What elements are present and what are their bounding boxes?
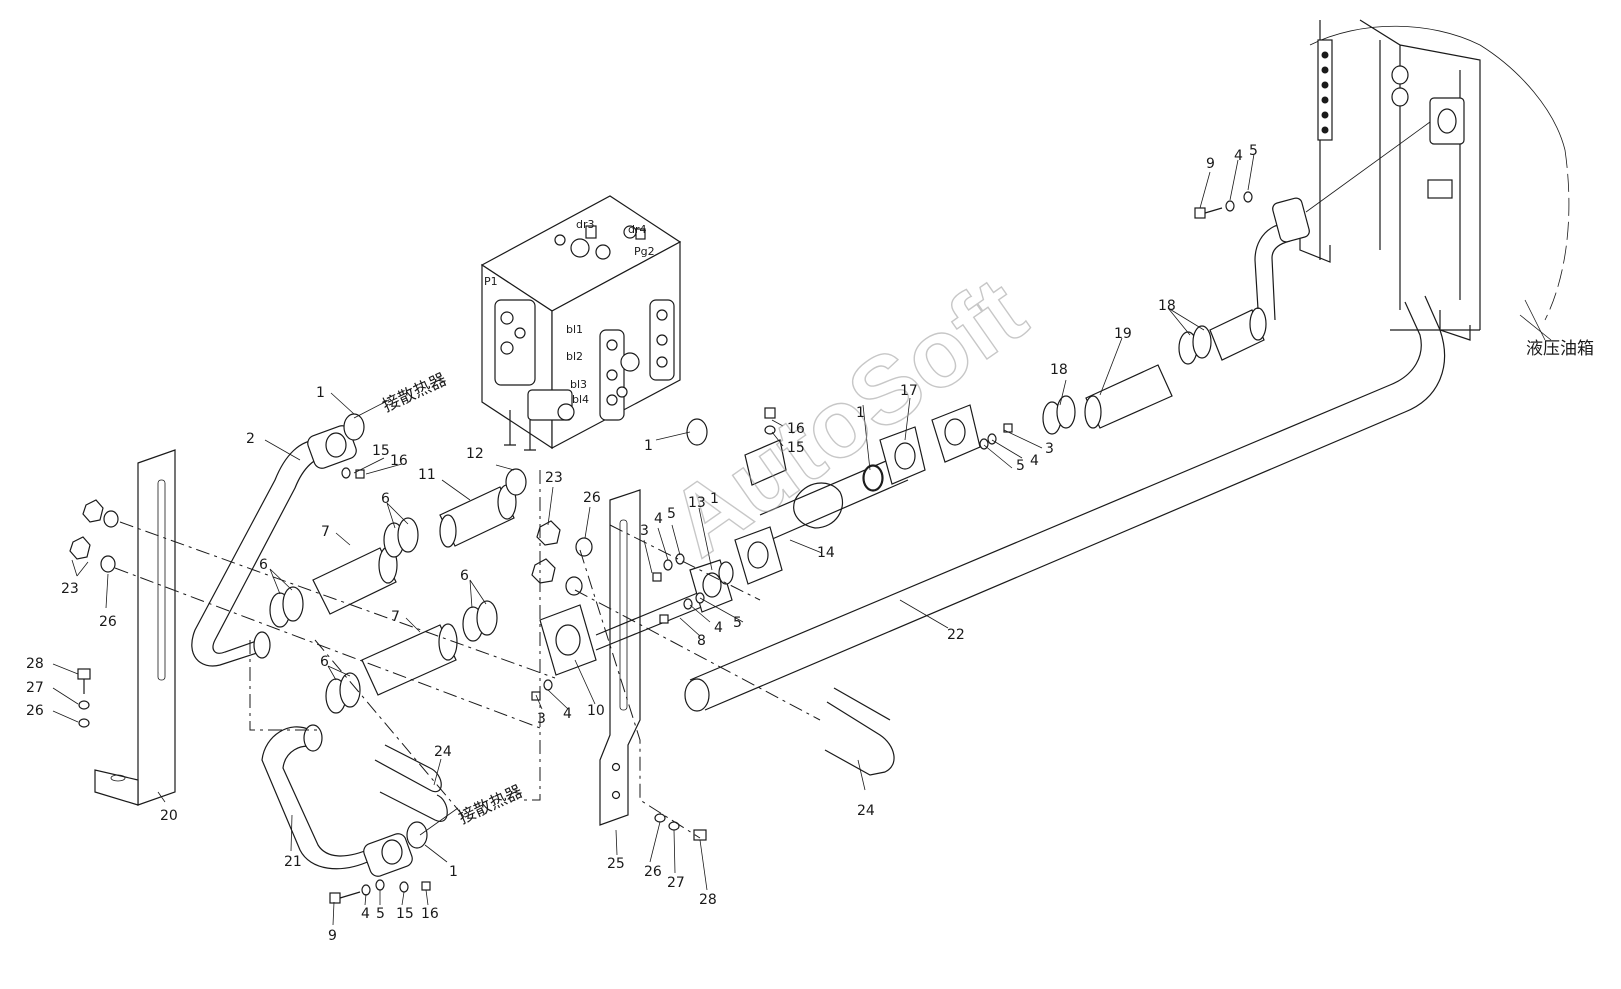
flange-10-13-14 <box>539 526 783 676</box>
callout-5: 5 <box>376 906 385 922</box>
note-to-radiator-lower: 接散热器 <box>456 782 526 829</box>
callout-27: 27 <box>26 680 44 696</box>
fasteners <box>69 191 1253 904</box>
callout-18: 18 <box>1050 362 1068 378</box>
callout-1: 1 <box>856 405 865 421</box>
u-bolt-24-right <box>824 687 895 776</box>
callout-7: 7 <box>391 609 400 625</box>
seal-12 <box>505 468 527 496</box>
callout-4: 4 <box>654 511 663 527</box>
callout-1: 1 <box>644 438 653 454</box>
callout-3: 3 <box>640 523 649 539</box>
callout-28: 28 <box>699 892 717 908</box>
callout-20: 20 <box>160 808 178 824</box>
callout-16: 16 <box>787 421 805 437</box>
callout-26: 26 <box>583 490 601 506</box>
hose-19 <box>1084 364 1173 429</box>
hose-7-lower <box>361 623 458 696</box>
callout-16: 16 <box>390 453 408 469</box>
callout-4: 4 <box>1234 148 1243 164</box>
callout-14: 14 <box>817 545 835 561</box>
callout-26: 26 <box>644 864 662 880</box>
u-bolt-24-left <box>374 744 448 823</box>
callout-24: 24 <box>434 744 452 760</box>
callout-19: 19 <box>1114 326 1132 342</box>
seals-1 <box>343 413 883 849</box>
callout-17: 17 <box>900 383 918 399</box>
note-to-radiator-upper: 接散热器 <box>380 370 450 417</box>
port-label-p1: P1 <box>484 275 498 288</box>
callout-26: 26 <box>26 703 44 719</box>
fitting-11 <box>439 484 517 548</box>
callout-7: 7 <box>321 524 330 540</box>
callout-23: 23 <box>61 581 79 597</box>
callout-21: 21 <box>284 854 302 870</box>
callout-15: 15 <box>372 443 390 459</box>
valve-port-labels: dr3 dr4 Pg2 P1 bl1 bl2 bl3 bl4 <box>484 218 655 406</box>
callout-6: 6 <box>259 557 268 573</box>
callout-16: 16 <box>421 906 439 922</box>
note-hydraulic-tank: 液压油箱 <box>1526 339 1594 359</box>
callout-28: 28 <box>26 656 44 672</box>
callout-1: 1 <box>449 864 458 880</box>
hose-7-upper <box>312 546 398 615</box>
callout-25: 25 <box>607 856 625 872</box>
port-label-dr4: dr4 <box>628 223 647 236</box>
callout-4: 4 <box>1030 453 1039 469</box>
clamps-6 <box>269 325 1212 714</box>
callout-numbers: 1 2 15 16 12 11 6 7 6 6 7 6 23 26 28 27 … <box>26 143 1258 944</box>
bracket-25 <box>599 489 641 826</box>
callout-9: 9 <box>328 928 337 944</box>
callout-3: 3 <box>537 711 546 727</box>
centre-lines <box>114 470 821 839</box>
main-pipe-22 <box>684 295 1446 712</box>
port-label-bl2: bl2 <box>566 350 583 363</box>
port-label-pg2: Pg2 <box>634 245 655 258</box>
callout-15: 15 <box>396 906 414 922</box>
pipe-2 <box>191 425 357 667</box>
callout-4: 4 <box>563 706 572 722</box>
tank-pipe <box>1209 121 1431 361</box>
control-valve-block <box>480 195 682 451</box>
callout-23: 23 <box>545 470 563 486</box>
callout-4: 4 <box>361 906 370 922</box>
port-label-bl3: bl3 <box>570 378 587 391</box>
hydraulic-tank <box>1299 19 1570 341</box>
leader-lines <box>52 153 1552 926</box>
port-label-bl4: bl4 <box>572 393 589 406</box>
callout-11: 11 <box>418 467 436 483</box>
callout-9: 9 <box>1206 156 1215 172</box>
port-label-bl1: bl1 <box>566 323 583 336</box>
callout-5: 5 <box>1016 458 1025 474</box>
callout-22: 22 <box>947 627 965 643</box>
callout-2: 2 <box>246 431 255 447</box>
callout-6: 6 <box>460 568 469 584</box>
callout-4: 4 <box>714 620 723 636</box>
watermark-text: AutoSoft <box>651 257 1044 577</box>
callout-13: 13 <box>688 495 706 511</box>
callout-12: 12 <box>466 446 484 462</box>
pipe-21 <box>261 724 413 877</box>
port-label-dr3: dr3 <box>576 218 595 231</box>
callout-6: 6 <box>381 491 390 507</box>
flange-assembly-centre <box>744 404 981 541</box>
callout-6: 6 <box>320 654 329 670</box>
callout-3: 3 <box>1045 441 1054 457</box>
callout-24: 24 <box>857 803 875 819</box>
callout-26: 26 <box>99 614 117 630</box>
callout-1: 1 <box>710 491 719 507</box>
callout-8: 8 <box>697 633 706 649</box>
callout-1: 1 <box>316 385 325 401</box>
callout-15: 15 <box>787 440 805 456</box>
callout-5: 5 <box>1249 143 1258 159</box>
callout-18: 18 <box>1158 298 1176 314</box>
callout-10: 10 <box>587 703 605 719</box>
callout-5: 5 <box>733 615 742 631</box>
callout-27: 27 <box>667 875 685 891</box>
callout-5: 5 <box>667 506 676 522</box>
